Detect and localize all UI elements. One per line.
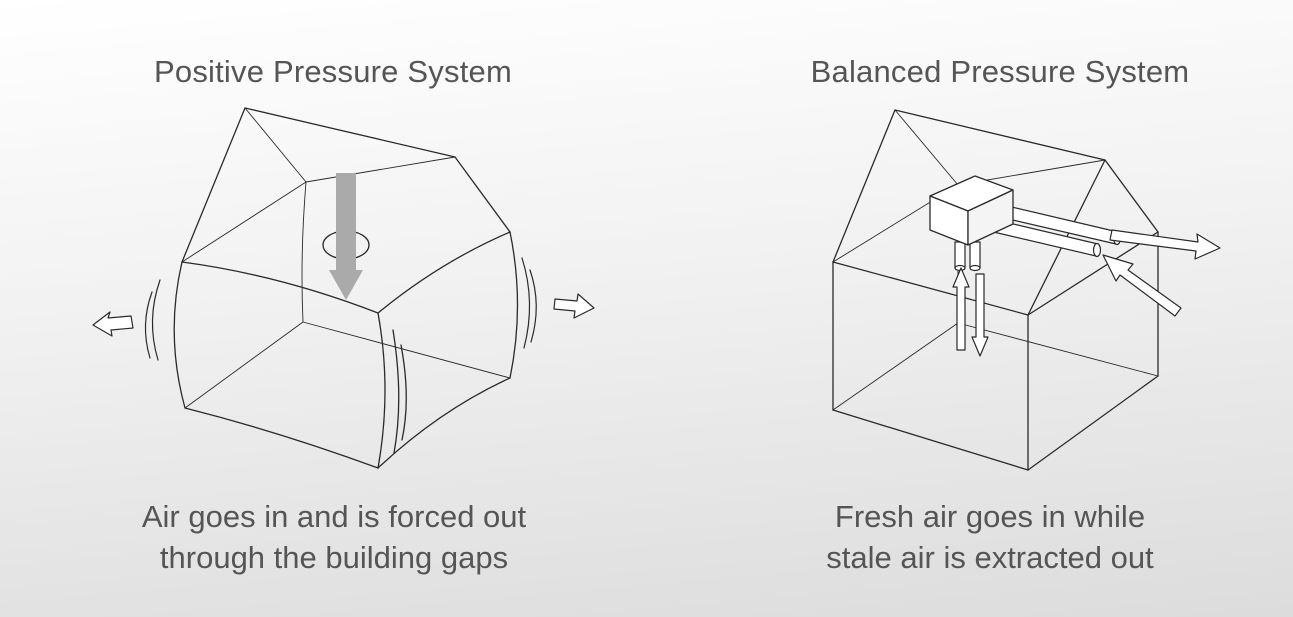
motion-line (145, 292, 152, 358)
ventilation-unit (930, 176, 1013, 245)
roof-right-slope (455, 157, 510, 232)
caption-line: Air goes in and is forced out (141, 499, 527, 534)
eave-right (1028, 232, 1158, 315)
eave-front (833, 262, 1028, 315)
supply-up-arrow-icon (953, 268, 969, 350)
motion-line (522, 258, 530, 348)
roof-left-slope (182, 108, 245, 262)
duct-down-right-end (970, 266, 980, 271)
hidden-edge (958, 323, 1158, 376)
hidden-edge (833, 323, 958, 410)
right-wall-edge (510, 232, 518, 378)
hidden-edge (895, 110, 958, 185)
corner-edge (378, 313, 385, 468)
caption-line: through the building gaps (159, 540, 509, 575)
caption-line: stale air is extracted out (826, 540, 1154, 575)
duct-lower-end (1094, 244, 1101, 257)
panel-title: Positive Pressure System (154, 54, 512, 89)
motion-line (152, 280, 160, 360)
panel-caption: Air goes in and is forced out through th… (74, 496, 594, 578)
hidden-edge (303, 322, 510, 378)
motion-line (393, 330, 399, 453)
hidden-edge (185, 322, 303, 408)
eave-front (182, 262, 378, 313)
inflated-house-illustration (174, 108, 517, 468)
bulge-lines-left (145, 280, 160, 360)
air-out-left-arrow-icon (93, 312, 133, 336)
fresh-air-in-arrow-icon (1103, 255, 1181, 316)
front-wall-left-edge (174, 262, 185, 408)
front-wall-bottom (833, 410, 1028, 470)
duct-down-right (970, 242, 980, 268)
front-wall-bottom (185, 408, 378, 468)
ventilation-ducts (955, 205, 1121, 271)
roof-left-slope (833, 110, 895, 262)
duct-down-left (955, 242, 965, 268)
extract-down-arrow-icon (972, 274, 988, 356)
roof-ridge (245, 108, 455, 157)
panel-title: Balanced Pressure System (810, 54, 1190, 89)
ventilated-house-illustration (833, 110, 1158, 470)
roof-ridge (895, 110, 1105, 160)
air-out-right-arrow-icon (554, 294, 594, 318)
eave-right (378, 232, 510, 313)
hidden-edge (182, 182, 306, 262)
panel-caption: Fresh air goes in while stale air is ext… (730, 496, 1250, 578)
hidden-edge (306, 157, 455, 182)
stale-air-out-arrow-icon (1110, 230, 1220, 259)
caption-line: Fresh air goes in while (834, 499, 1146, 534)
right-wall-bottom (378, 378, 510, 468)
unit-side (968, 190, 1013, 245)
hidden-edge (302, 182, 306, 322)
right-wall-bottom (1028, 376, 1158, 470)
bulge-lines-right (522, 258, 536, 348)
hidden-edge (245, 108, 306, 182)
motion-line (530, 270, 536, 342)
motion-line (401, 345, 406, 440)
roof-right-slope (1105, 160, 1158, 232)
air-in-arrow-icon (329, 173, 363, 300)
